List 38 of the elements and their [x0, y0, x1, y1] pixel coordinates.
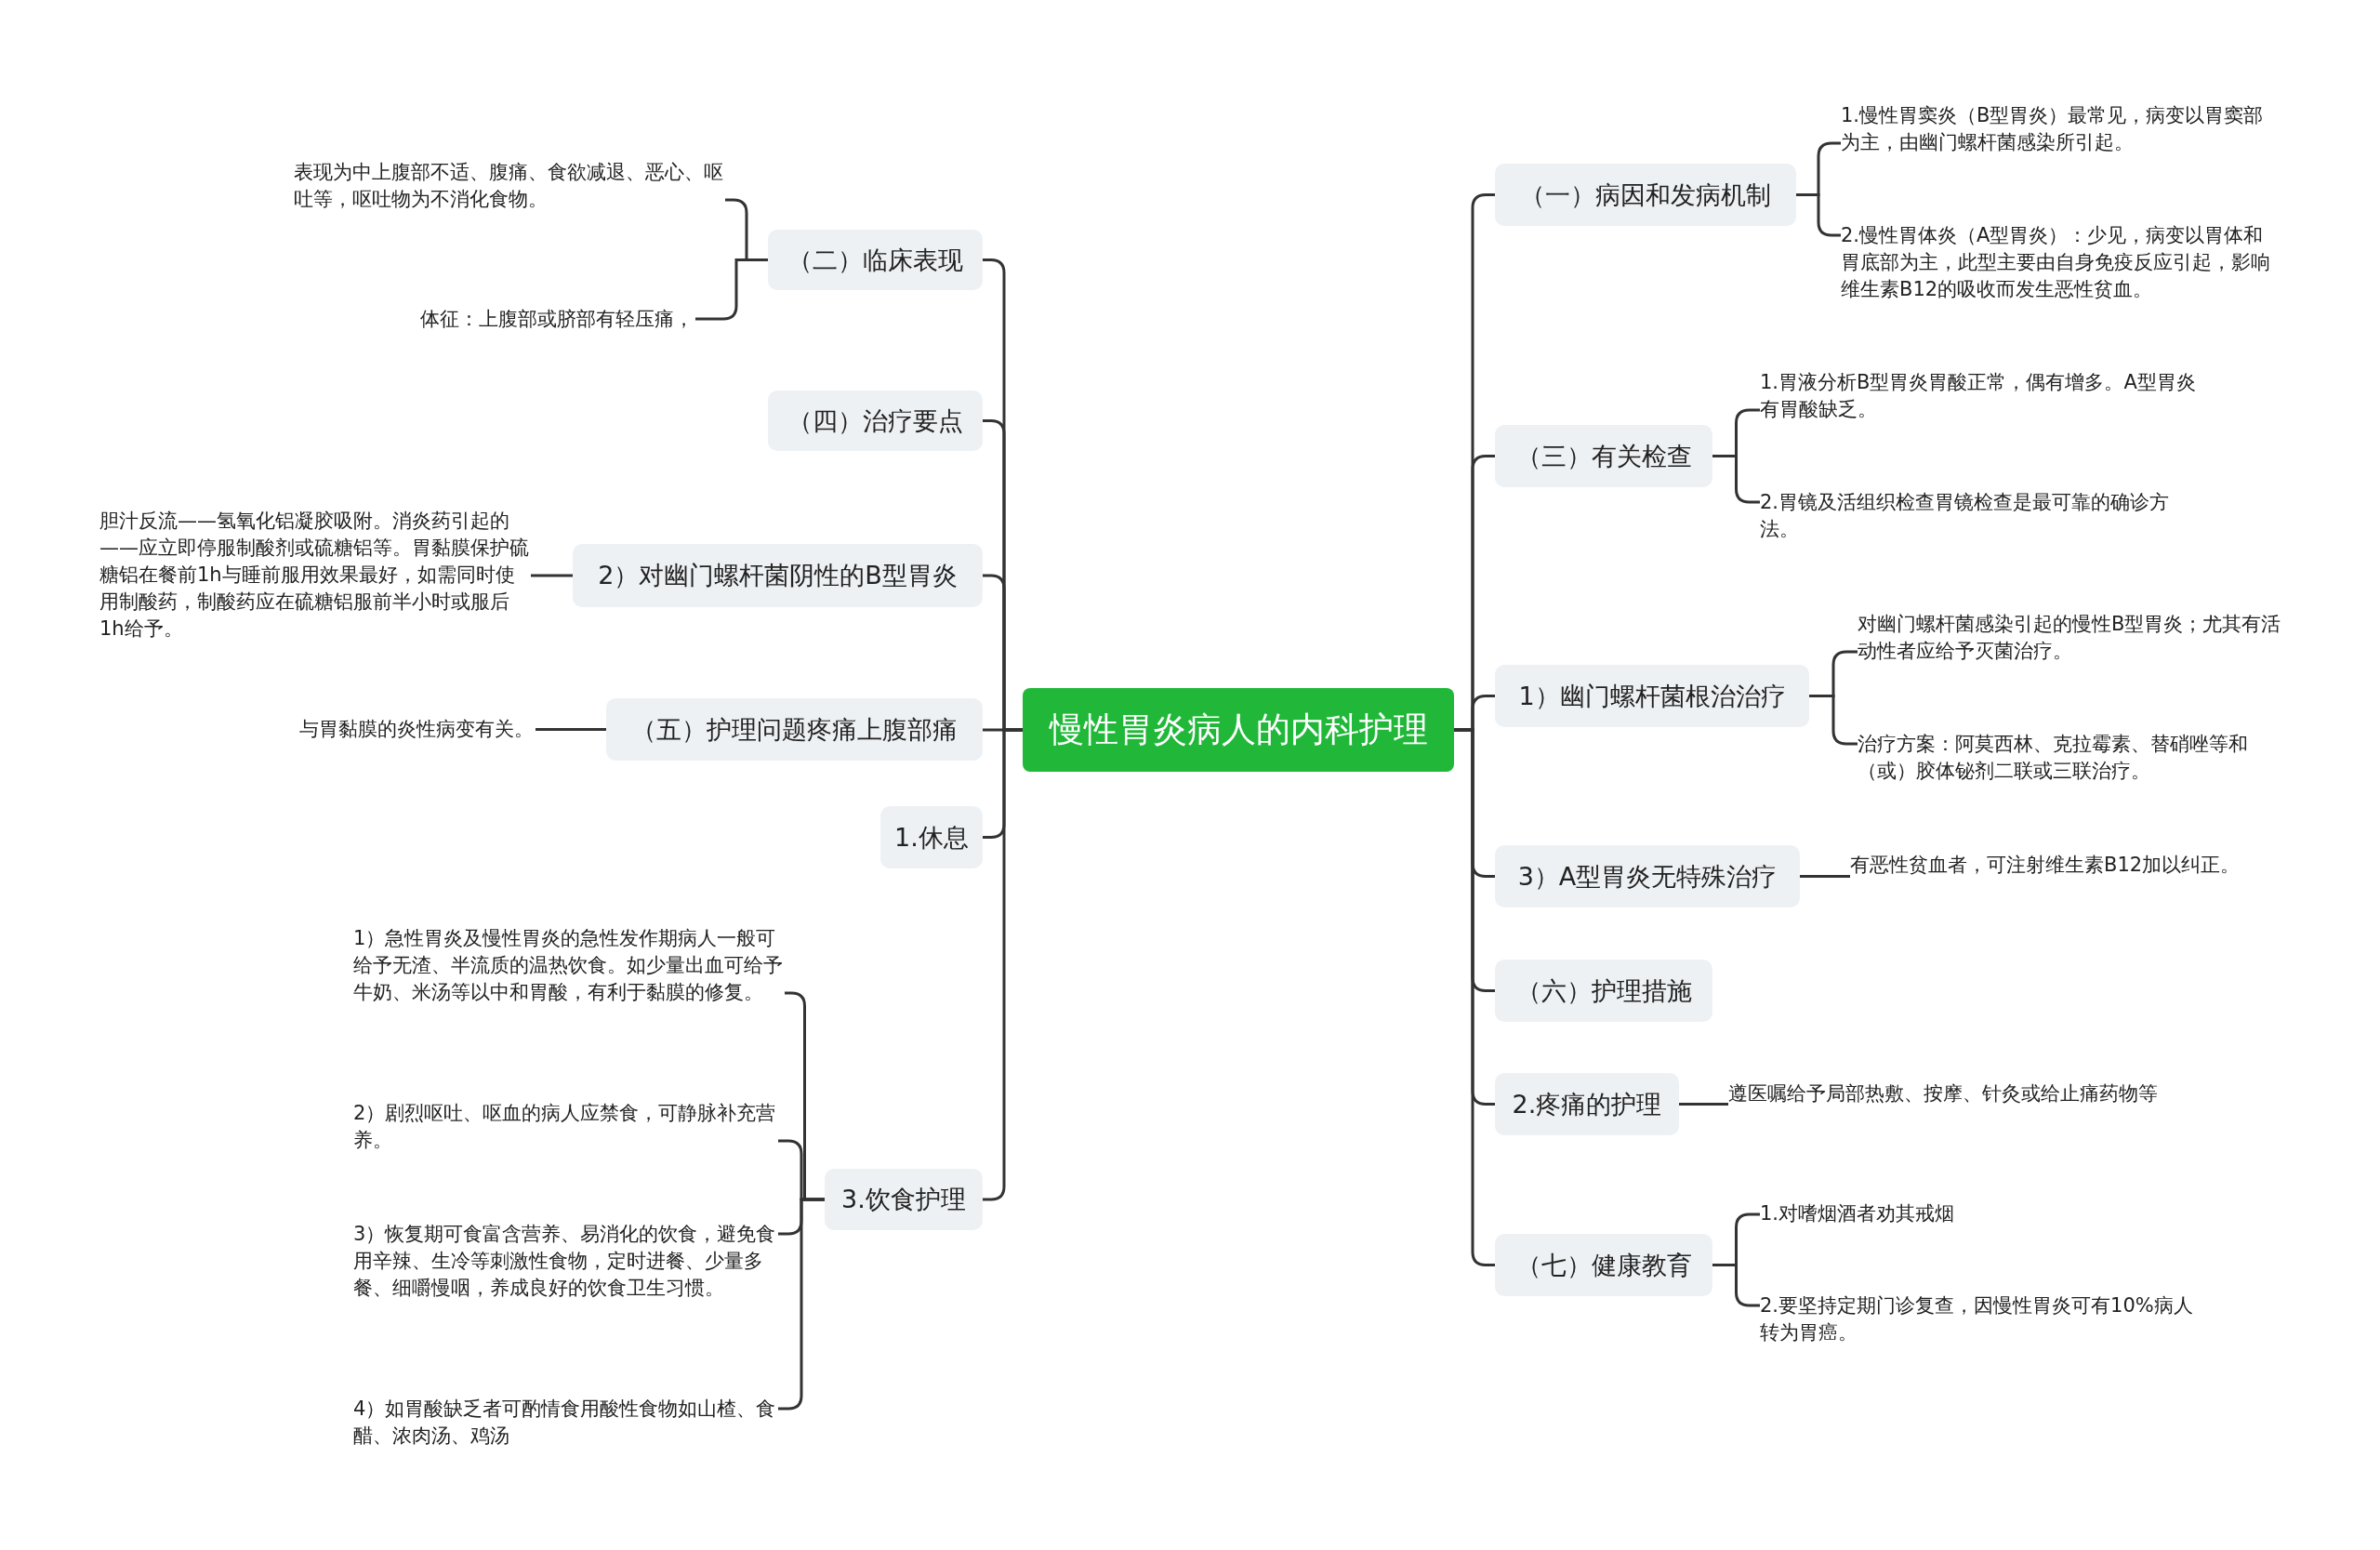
topic-text: 与胃黏膜的炎性病变有关。: [299, 716, 536, 743]
topic-box: （七）健康教育: [1495, 1234, 1712, 1296]
topic-text: 1.慢性胃窦炎（B型胃炎）最常见，病变以胃窦部为主，由幽门螺杆菌感染所引起。: [1841, 102, 2266, 156]
connector-line: [1796, 193, 1841, 237]
topic-box: （二）临床表现: [768, 230, 983, 290]
connector-line: [1800, 875, 1850, 878]
topic-box: 1.休息: [880, 806, 983, 868]
topic-text: 遵医嘱给予局部热敷、按摩、针灸或给止痛药物等: [1728, 1080, 2160, 1107]
topic-box: （四）治疗要点: [768, 391, 983, 451]
central-topic: 慢性胃炎病人的内科护理: [1023, 688, 1454, 772]
topic-box: 2）对幽门螺杆菌阴性的B型胃炎: [573, 544, 983, 607]
topic-text: 2）剧烈呕吐、呕血的病人应禁食，可静脉补充营养。: [353, 1100, 778, 1154]
connector-line: [536, 728, 606, 731]
topic-text: 3）恢复期可食富含营养、易消化的饮食，避免食用辛辣、生冷等刺激性食物，定时进餐、少量多餐、细嚼慢咽，养成良好的饮食卫生习惯。: [353, 1221, 778, 1302]
topic-text: 1.对嗜烟酒者劝其戒烟: [1760, 1200, 1957, 1227]
topic-box: （一）病因和发病机制: [1495, 164, 1796, 226]
topic-text: 4）如胃酸缺乏者可酌情食用酸性食物如山楂、食醋、浓肉汤、鸡汤: [353, 1396, 778, 1450]
topic-text: 治疗方案：阿莫西林、克拉霉素、替硝唑等和（或）胶体铋剂二联或三联治疗。: [1858, 731, 2250, 785]
topic-box: （五）护理问题疼痛上腹部痛: [606, 698, 983, 761]
topic-text: 体征：上腹部或脐部有轻压痛，: [420, 306, 695, 333]
topic-text: 1.胃液分析B型胃炎胃酸正常，偶有增多。A型胃炎有胃酸缺乏。: [1760, 369, 2198, 423]
topic-box: 2.疼痛的护理: [1495, 1073, 1679, 1135]
topic-text: 对幽门螺杆菌感染引起的慢性B型胃炎；尤其有活动性者应给予灭菌治疗。: [1858, 611, 2283, 665]
topic-text: 2.胃镜及活组织检查胃镜检查是最可靠的确诊方法。: [1760, 489, 2172, 543]
connector-line: [531, 574, 573, 577]
topic-text: 2.要坚持定期门诊复查，因慢性胃炎可有10%病人转为胃癌。: [1760, 1292, 2195, 1346]
topic-text: 2.慢性胃体炎（A型胃炎）：少见，病变以胃体和胃底部为主，此型主要由自身免疫反应引起，影响维生素B12的吸收而发生恶性贫血。: [1841, 222, 2272, 303]
connector-line: [1679, 1103, 1728, 1106]
topic-box: （六）护理措施: [1495, 960, 1712, 1022]
topic-text: 有恶性贫血者，可注射维生素B12加以纠正。: [1850, 852, 2242, 879]
topic-box: （三）有关检查: [1495, 425, 1712, 487]
topic-text: 表现为中上腹部不适、腹痛、食欲减退、恶心、呕吐等，呕吐物为不消化食物。: [294, 159, 725, 213]
connector-line: [695, 258, 768, 321]
topic-box: 3.饮食护理: [825, 1169, 983, 1230]
topic-text: 胆汁反流——氢氧化铝凝胶吸附。消炎药引起的——应立即停服制酸剂或硫糖铝等。胃黏膜保护硫糖铝在餐前1h与睡前服用效果最好，如需同时使用制酸药，制酸药应在硫糖铝服前半小时或服后1h给予。: [99, 508, 531, 643]
topic-box: 1）幽门螺杆菌根治治疗: [1495, 665, 1809, 727]
topic-box: 3）A型胃炎无特殊治疗: [1495, 845, 1800, 907]
topic-text: 1）急性胃炎及慢性胃炎的急性发作期病人一般可给予无渣、半流质的温热饮食。如少量出血可给予牛奶、米汤等以中和胃酸，有利于黏膜的修复。: [353, 925, 785, 1006]
